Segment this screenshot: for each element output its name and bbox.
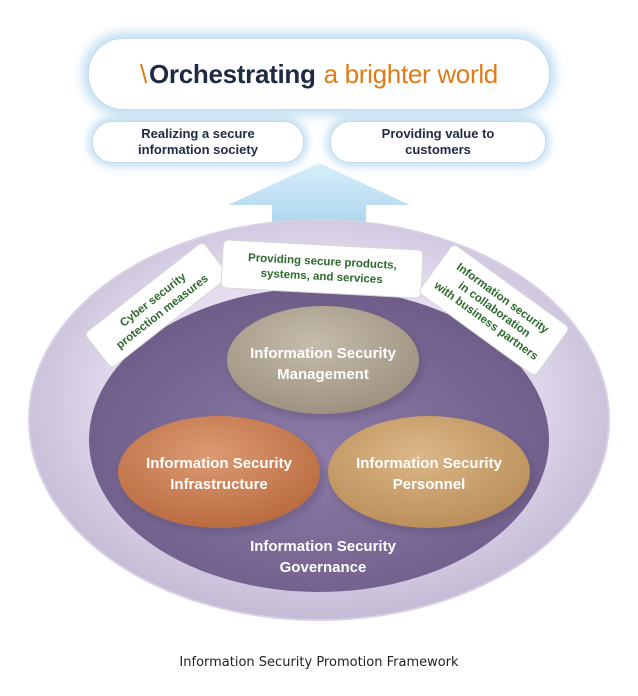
- figure-caption: Information Security Promotion Framework: [179, 655, 459, 670]
- governance-label-line2: Governance: [280, 559, 367, 576]
- slogan-banner: \ Orchestrating a brighter world: [88, 38, 550, 110]
- slogan-rest: a brighter world: [323, 58, 499, 89]
- framework-graphic: Cyber security protection measures Provi…: [28, 163, 610, 621]
- management-label-line1: Information Security: [250, 345, 397, 362]
- tag-secure-products: Providing secure products, systems, and …: [220, 239, 424, 299]
- goal-customer-value-label: Providing value to customers: [381, 126, 495, 157]
- personnel-label-line1: Information Security: [356, 455, 503, 472]
- personnel-circle: [328, 416, 530, 528]
- goal-secure-society: Realizing a secure information society: [92, 121, 304, 163]
- personnel-label-line2: Personnel: [393, 476, 466, 493]
- infrastructure-label-line2: Infrastructure: [170, 476, 268, 493]
- slogan-slash: \: [140, 58, 147, 89]
- goal-secure-society-label: Realizing a secure information society: [138, 126, 258, 157]
- management-label-line2: Management: [277, 366, 369, 383]
- slogan-bold-word: Orchestrating: [148, 58, 316, 89]
- governance-label-line1: Information Security: [250, 538, 397, 555]
- management-circle: [227, 306, 419, 414]
- infrastructure-label-line1: Information Security: [146, 455, 293, 472]
- goal-customer-value: Providing value to customers: [330, 121, 546, 163]
- infrastructure-circle: [118, 416, 320, 528]
